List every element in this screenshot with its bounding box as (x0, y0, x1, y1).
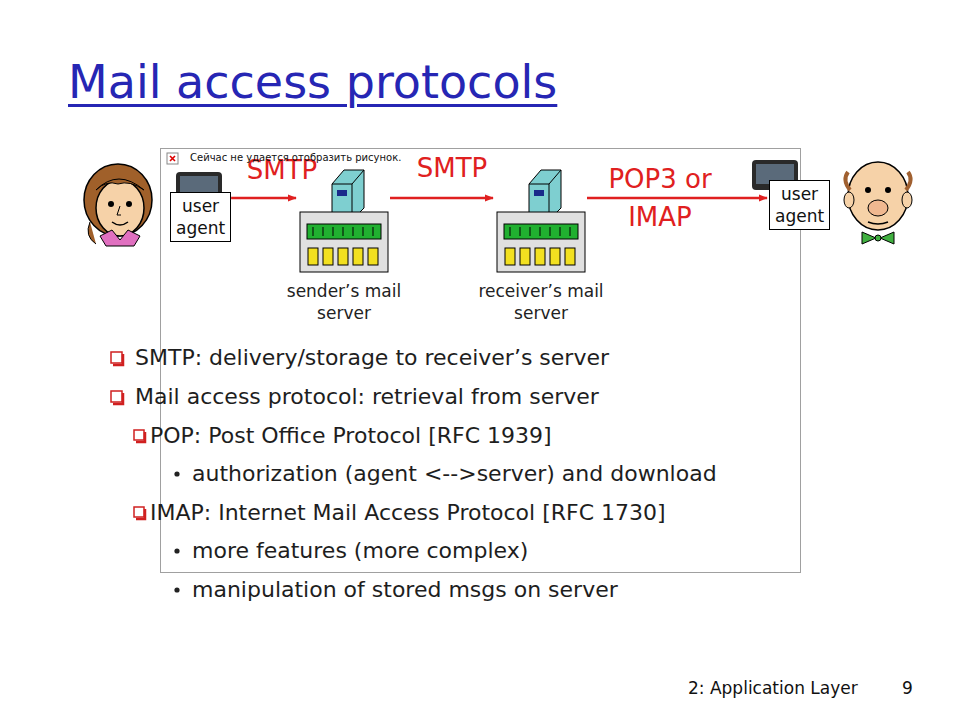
bullet-symbols (111, 352, 145, 519)
protocol-label: POP3 or IMAP (590, 160, 730, 236)
bullet-dots (174, 471, 179, 592)
protocol-label: SMTP (417, 149, 488, 187)
slide-title: Mail access protocols (68, 54, 557, 110)
footer-text: 2: Application Layer (688, 676, 858, 700)
man-figure (844, 162, 912, 244)
user-agent-box: user agent (170, 192, 231, 242)
node-label: receiver’s mail server (469, 280, 613, 324)
bullet-text: Mail access protocol: retrieval from ser… (135, 384, 599, 410)
broken-image-icon (167, 153, 178, 164)
arrow-connector (390, 197, 493, 200)
bullet-text: more features (more complex) (192, 538, 528, 564)
arrow-connector (587, 197, 767, 200)
user-agent-box: user agent (769, 180, 830, 230)
arrow-connector (231, 197, 296, 200)
mail-server: receiver’s mail server (495, 168, 587, 274)
node-label: user agent (176, 195, 225, 239)
node-label: user agent (775, 183, 824, 227)
bullet-text: IMAP: Internet Mail Access Protocol [RFC… (150, 500, 666, 526)
bullet-text: authorization (agent <-->server) and dow… (192, 461, 717, 487)
bullet-text: manipulation of stored msgs on server (192, 577, 618, 603)
woman-figure (84, 164, 152, 246)
page-number: 9 (902, 676, 913, 700)
bullet-text: POP: Post Office Protocol [RFC 1939] (150, 423, 552, 449)
image-error-note: Сейчас не удается отобразить рисунок. (190, 151, 401, 165)
server-icon (495, 168, 587, 274)
bullet-text: SMTP: delivery/storage to receiver’s ser… (135, 345, 609, 371)
node-label: sender’s mail server (272, 280, 416, 324)
